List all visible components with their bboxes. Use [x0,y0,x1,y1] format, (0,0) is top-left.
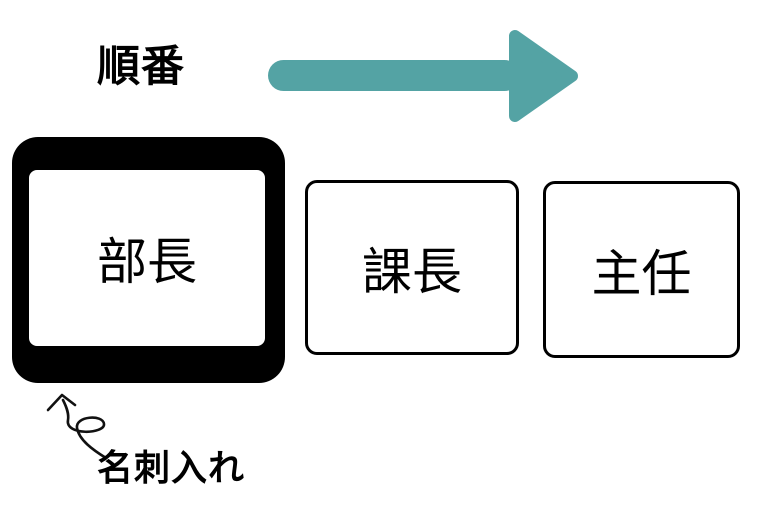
right-arrow-head [509,30,578,122]
card-title-kacho: 課長 [362,242,462,301]
business-card-holder: 部長 [12,137,285,383]
right-arrow-shaft [268,60,520,91]
curly-annotation-arrow-icon [46,393,108,460]
curly-arrow-head [46,393,77,412]
order-label: 順番 [97,42,185,92]
card-holder-annotation-label: 名刺入れ [97,448,246,489]
right-arrow-icon [268,30,578,122]
card-title-shunin: 主任 [591,244,692,303]
curly-arrow-stroke [61,398,108,460]
card-title-bucho: 部長 [97,233,197,291]
business-card-bucho: 部長 [27,168,267,348]
business-card-kacho: 課長 [305,180,519,355]
business-card-shunin: 主任 [543,181,740,358]
